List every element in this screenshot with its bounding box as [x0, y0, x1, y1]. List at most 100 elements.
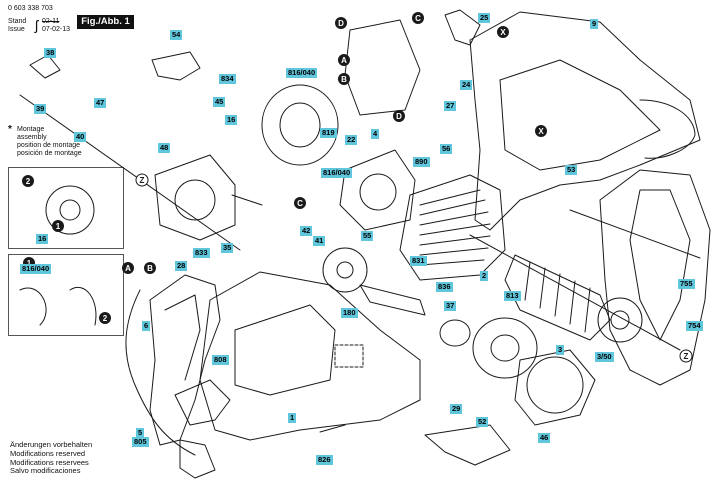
bearing-37 [439, 319, 471, 347]
armature-fan [597, 297, 643, 343]
part-label: 52 [476, 417, 489, 427]
issue-label: Issue [8, 26, 25, 33]
main-gear [322, 247, 368, 293]
part-label: 5 [136, 428, 145, 438]
part-label: 3/50 [595, 352, 614, 362]
marker-x-top [497, 26, 509, 38]
footer-notes: Änderungen vorbehalten Modifications res… [10, 440, 93, 476]
brush-holder-lower [339, 149, 416, 231]
marker-2-bot-label: 2 [103, 314, 108, 323]
marker-b-top [338, 73, 350, 85]
marker-1-top [52, 220, 64, 232]
legend-line-4: posición de montage [17, 150, 82, 157]
main-housing [199, 271, 421, 441]
marker-1-bot-label: 1 [27, 259, 32, 268]
part-label: 38 [44, 48, 57, 58]
marker-z-left [135, 173, 149, 187]
marker-a-bot [122, 262, 134, 274]
marker-b-bot [144, 262, 156, 274]
marker-a-bot-label: A [125, 264, 131, 273]
part-label: 28 [175, 261, 188, 271]
part-label: 3 [556, 345, 565, 355]
star-icon: * [8, 124, 12, 135]
marker-d-top [335, 17, 347, 29]
part-label: 42 [300, 226, 313, 236]
part-label: 1 [288, 413, 297, 423]
part-label: 46 [538, 433, 551, 443]
part-label: 53 [565, 165, 578, 175]
issue-date: 07-02-13 [42, 26, 71, 33]
marker-d-mid [393, 110, 405, 122]
part-label: 39 [34, 104, 47, 114]
part-label: 25 [478, 13, 491, 23]
part-label: 6 [142, 321, 151, 331]
trigger-switch [174, 379, 231, 426]
marker-d-top-label: D [338, 19, 344, 28]
marker-2-top-label: 2 [26, 177, 31, 186]
footer-line-en: Modifications reserved [10, 448, 86, 458]
part-label: 834 [219, 74, 236, 84]
drill-chuck [514, 349, 596, 426]
part-label: 29 [450, 404, 463, 414]
power-cord [125, 289, 196, 456]
part-label: 24 [460, 80, 473, 90]
footer-line-es: Salvo modificaciones [10, 466, 81, 476]
gear-cap [472, 317, 538, 379]
spindle-shaft [359, 284, 426, 316]
stator-field [399, 174, 506, 281]
footer-line-de: Änderungen vorbehalten [10, 440, 93, 449]
part-label: 40 [74, 132, 87, 142]
brace-icon: ʃ [35, 17, 39, 33]
part-label: 808 [212, 355, 229, 365]
part-label: 27 [444, 101, 457, 111]
part-label: 826 [316, 455, 333, 465]
part-label: 47 [94, 98, 107, 108]
marker-c-mid [294, 197, 306, 209]
part-label: 831 [410, 256, 427, 266]
stand-label: Stand [8, 18, 27, 25]
gear-housing [154, 154, 236, 241]
part-label: 816/040 [286, 68, 318, 78]
part-label: 16 [225, 115, 238, 125]
part-label: 890 [413, 157, 430, 167]
part-label: 836 [436, 282, 453, 292]
stand-date: 02-11 [42, 18, 60, 25]
part-label: 37 [444, 301, 457, 311]
part-label: 754 [686, 321, 703, 331]
marker-d-mid-label: D [396, 112, 402, 121]
part-label: 41 [313, 236, 326, 246]
marker-z-right [679, 349, 693, 363]
part-label: 9 [590, 19, 599, 29]
part-label: 45 [213, 97, 226, 107]
front-handle [149, 274, 221, 446]
part-label: 805 [132, 437, 149, 447]
marker-2-bot [99, 312, 111, 324]
rear-handle [599, 169, 711, 386]
marker-z-left-label: Z [140, 176, 145, 185]
part-label: 2 [480, 271, 489, 281]
inset-assembly-top [8, 167, 124, 249]
part-label: 48 [158, 143, 171, 153]
brush-holder-upper [261, 84, 339, 166]
part-label: 35 [221, 243, 234, 253]
part-label: 16 [36, 234, 49, 244]
marker-b-bot-label: B [147, 264, 153, 273]
marker-x-mid-label: X [538, 127, 544, 136]
part-label: 816/040 [321, 168, 353, 178]
document-code: 0 603 338 703 [8, 5, 53, 12]
part-label: 819 [320, 128, 337, 138]
part-label: 755 [678, 279, 695, 289]
cover-plate [424, 424, 511, 466]
part-label: 816/040 [20, 264, 52, 274]
armature-rotor [504, 254, 611, 341]
part-label: 180 [341, 308, 358, 318]
housing-shell [469, 11, 701, 231]
legend-line-1: Montage [17, 126, 45, 133]
part-label: 833 [193, 248, 210, 258]
part-label: 55 [361, 231, 374, 241]
figure-title: Fig./Abb. 1 [77, 15, 134, 29]
legend-line-2: assembly [17, 134, 47, 141]
footer-line-fr: Modifications reservees [10, 457, 89, 467]
